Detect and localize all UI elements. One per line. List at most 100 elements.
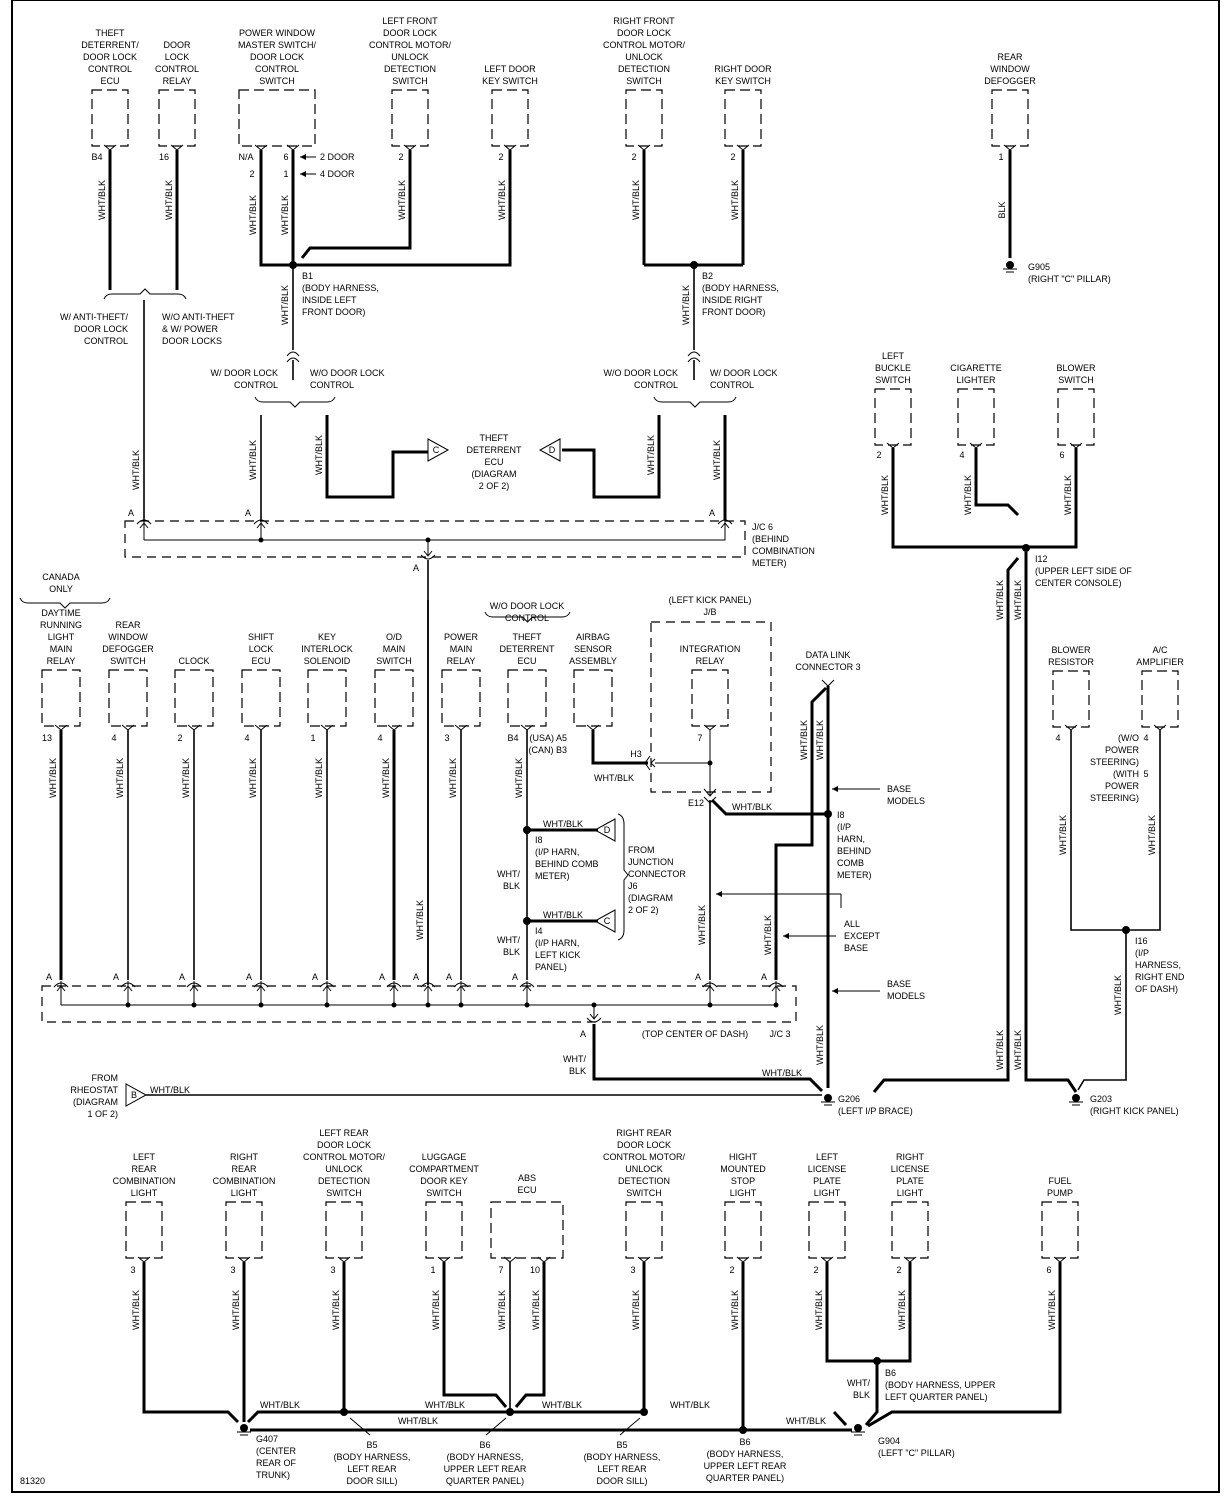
component-label-od_main: O/D xyxy=(386,632,403,642)
label: WHT/BLK xyxy=(260,1400,300,1410)
splice-label-i8: METER) xyxy=(837,870,872,880)
component-label-key_interlock: INTERLOCK xyxy=(301,644,353,654)
splice-label-b6: LEFT QUARTER PANEL) xyxy=(885,1392,988,1402)
pin-number: 2 xyxy=(876,450,881,460)
pin-number: 3 xyxy=(230,1265,235,1275)
component-label-lr_door_lock: DETECTION xyxy=(318,1176,370,1186)
wire xyxy=(144,530,726,541)
splice-label-i4: I4 xyxy=(535,926,543,936)
component-label-power_main_relay: POWER xyxy=(444,632,479,642)
wire-color-label: WHT/BLK xyxy=(1147,815,1157,855)
pin-number: 4 xyxy=(959,450,964,460)
wire-color-label: WHT/ xyxy=(563,1054,586,1064)
wire xyxy=(864,1361,879,1426)
wire xyxy=(514,1262,546,1408)
jc-junction-dot xyxy=(391,1002,397,1008)
pin-connector-icon xyxy=(537,1256,551,1263)
option-label: DOOR LOCKS xyxy=(162,336,222,346)
wire-color-label: WHT/BLK xyxy=(1013,1030,1023,1070)
component-label-rr_combo: REAR xyxy=(231,1164,257,1174)
ref-d-icon xyxy=(593,818,616,842)
splice-label-i8: BEHIND xyxy=(837,846,872,856)
component-label-od_main: MAIN xyxy=(383,644,406,654)
wire-color-label: WHT/BLK xyxy=(799,720,809,760)
component-box-lr_door_lock xyxy=(325,1201,363,1259)
component-label-rf_door_lock: UNLOCK xyxy=(625,52,663,62)
jc6-label: METER) xyxy=(752,558,787,568)
connector-pin-label: A xyxy=(580,1029,586,1039)
component-label-drl_relay: LIGHT xyxy=(48,632,75,642)
from-junction-label: J6 xyxy=(628,881,638,891)
component-label-rear_defogger: DEFOGGER xyxy=(984,76,1036,86)
component-label-theft_ecu2: DETERRENT xyxy=(499,644,555,654)
jb-junction-dot xyxy=(707,760,713,766)
wire-color-label: WHT/BLK xyxy=(963,475,973,515)
wire xyxy=(867,1262,1062,1428)
jc6-label: J/C 6 xyxy=(752,522,773,532)
component-box-airbag xyxy=(573,669,613,727)
ground-label-g905: (RIGHT "C" PILLAR) xyxy=(1028,274,1111,284)
component-label-left_key: LEFT DOOR xyxy=(484,64,536,74)
pin-number: 5 xyxy=(1143,769,1148,779)
component-box-rear_def_switch xyxy=(108,669,148,727)
wire-color-label: WHT/BLK xyxy=(280,285,290,325)
jc-pin-icon xyxy=(386,981,402,995)
pin-number: 2 xyxy=(177,733,182,743)
component-label-drl_relay: MAIN xyxy=(50,644,73,654)
wire-color-label: WHT/BLK xyxy=(280,195,290,235)
pin-connector-icon xyxy=(237,1256,251,1263)
pin-number: 4 xyxy=(111,733,116,743)
component-label-luggage: LUGGAGE xyxy=(422,1152,467,1162)
component-box-theft_ecu2 xyxy=(507,669,547,727)
wire-color-label: WHT/BLK xyxy=(497,1290,507,1330)
jc-junction-dot xyxy=(258,1002,264,1008)
component-box-luggage xyxy=(425,1201,463,1259)
component-label-airbag: SENSOR xyxy=(574,644,613,654)
splice-label-b5: DOOR SILL) xyxy=(596,1476,647,1486)
splice-i4 xyxy=(523,917,531,925)
pin-connector-icon xyxy=(637,1256,651,1263)
inline-connector-icon xyxy=(687,351,701,363)
component-label-rr_door_lock: SWITCH xyxy=(626,1188,662,1198)
component-label-airbag: AIRBAG xyxy=(576,632,610,642)
jb-location: (LEFT KICK PANEL) xyxy=(669,595,752,605)
connector-pin-label: A xyxy=(413,563,419,573)
jc-junction-dot xyxy=(458,1002,464,1008)
label: WHT/BLK xyxy=(398,1416,438,1426)
wire-color-label: WHT/BLK xyxy=(815,1025,825,1065)
splice-label-b2: INSIDE RIGHT xyxy=(702,295,763,305)
splice-label-b6: UPPER LEFT REAR xyxy=(704,1461,787,1471)
option-label: CONTROL xyxy=(310,380,354,390)
wire-color-label: WHT/BLK xyxy=(48,758,58,798)
wire xyxy=(974,448,1020,517)
pin-connector-icon xyxy=(821,679,835,687)
component-label-lr_combo: COMBINATION xyxy=(113,1176,176,1186)
component-label-rear_def_switch: SWITCH xyxy=(110,656,146,666)
component-label-od_main: SWITCH xyxy=(376,656,412,666)
connector-pin-label: A xyxy=(113,972,119,982)
component-label-rr_door_lock: CONTROL MOTOR/ xyxy=(603,1152,686,1162)
pin-connector-icon xyxy=(387,724,401,731)
pin-number: 6 xyxy=(1046,1265,1051,1275)
ground-label-g905: G905 xyxy=(1028,262,1050,272)
option-label: ALL xyxy=(844,919,860,929)
wire-color-label: WHT/BLK xyxy=(897,1290,907,1330)
ground-icon xyxy=(1003,268,1017,273)
pin-connector-icon xyxy=(703,724,717,731)
splice-label-i12: I12 xyxy=(1035,554,1048,564)
from-junction-label: (DIAGRAM xyxy=(628,893,673,903)
base-models-arrow xyxy=(832,988,838,994)
theft-ecu-reference: (DIAGRAM xyxy=(472,469,517,479)
label: WHT/BLK xyxy=(786,1416,826,1426)
wire-color-label: WHT/BLK xyxy=(1063,475,1073,515)
wire xyxy=(1077,930,1127,1091)
wire xyxy=(825,1262,912,1363)
component-label-lr_door_lock: DOOR LOCK xyxy=(317,1140,371,1150)
splice-dot xyxy=(739,1426,747,1434)
wire-color-label: WHT/BLK xyxy=(97,180,107,220)
jc-pin-icon xyxy=(420,550,436,560)
component-box-door_lock_relay xyxy=(158,89,196,147)
splice-label-i8: METER) xyxy=(535,871,570,881)
jc-pin-icon xyxy=(420,981,436,995)
jc-junction-dot xyxy=(258,537,264,543)
